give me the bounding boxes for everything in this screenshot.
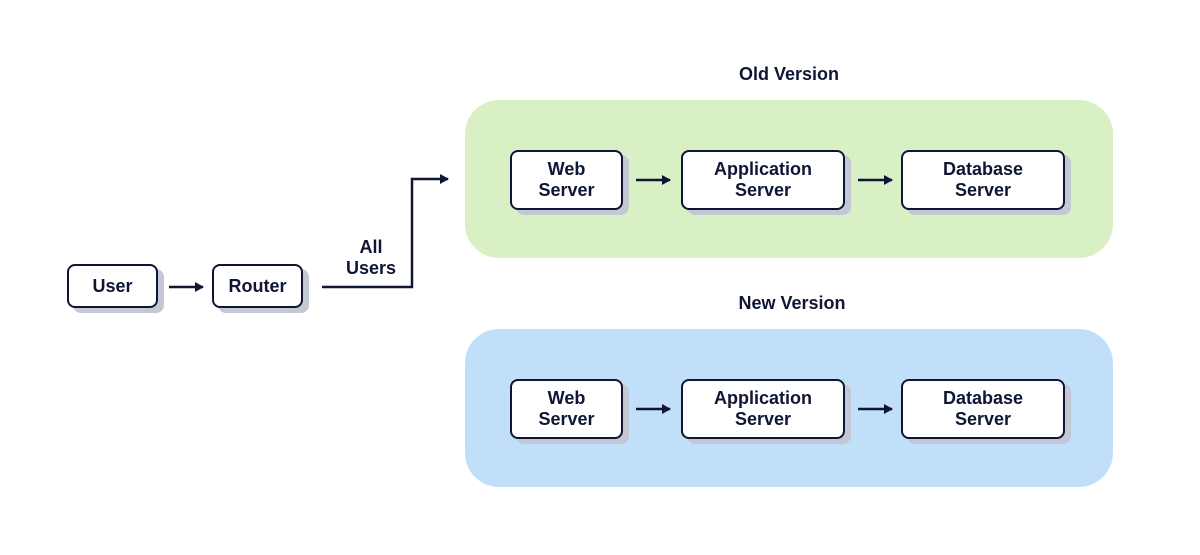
user-node: User (67, 264, 158, 308)
old-application-server-node: Application Server (681, 150, 845, 210)
old-database-server-node: Database Server (901, 150, 1065, 210)
arrow-router-to-old-version (322, 174, 449, 289)
new-version-title: New Version (738, 293, 846, 313)
new-database-server-node: Database Server (901, 379, 1065, 439)
old-version-title: Old Version (738, 64, 840, 84)
router-node: Router (212, 264, 303, 308)
new-application-server-node: Application Server (681, 379, 845, 439)
all-users-label: All Users (345, 237, 397, 278)
old-web-server-node: Web Server (510, 150, 623, 210)
new-web-server-node: Web Server (510, 379, 623, 439)
